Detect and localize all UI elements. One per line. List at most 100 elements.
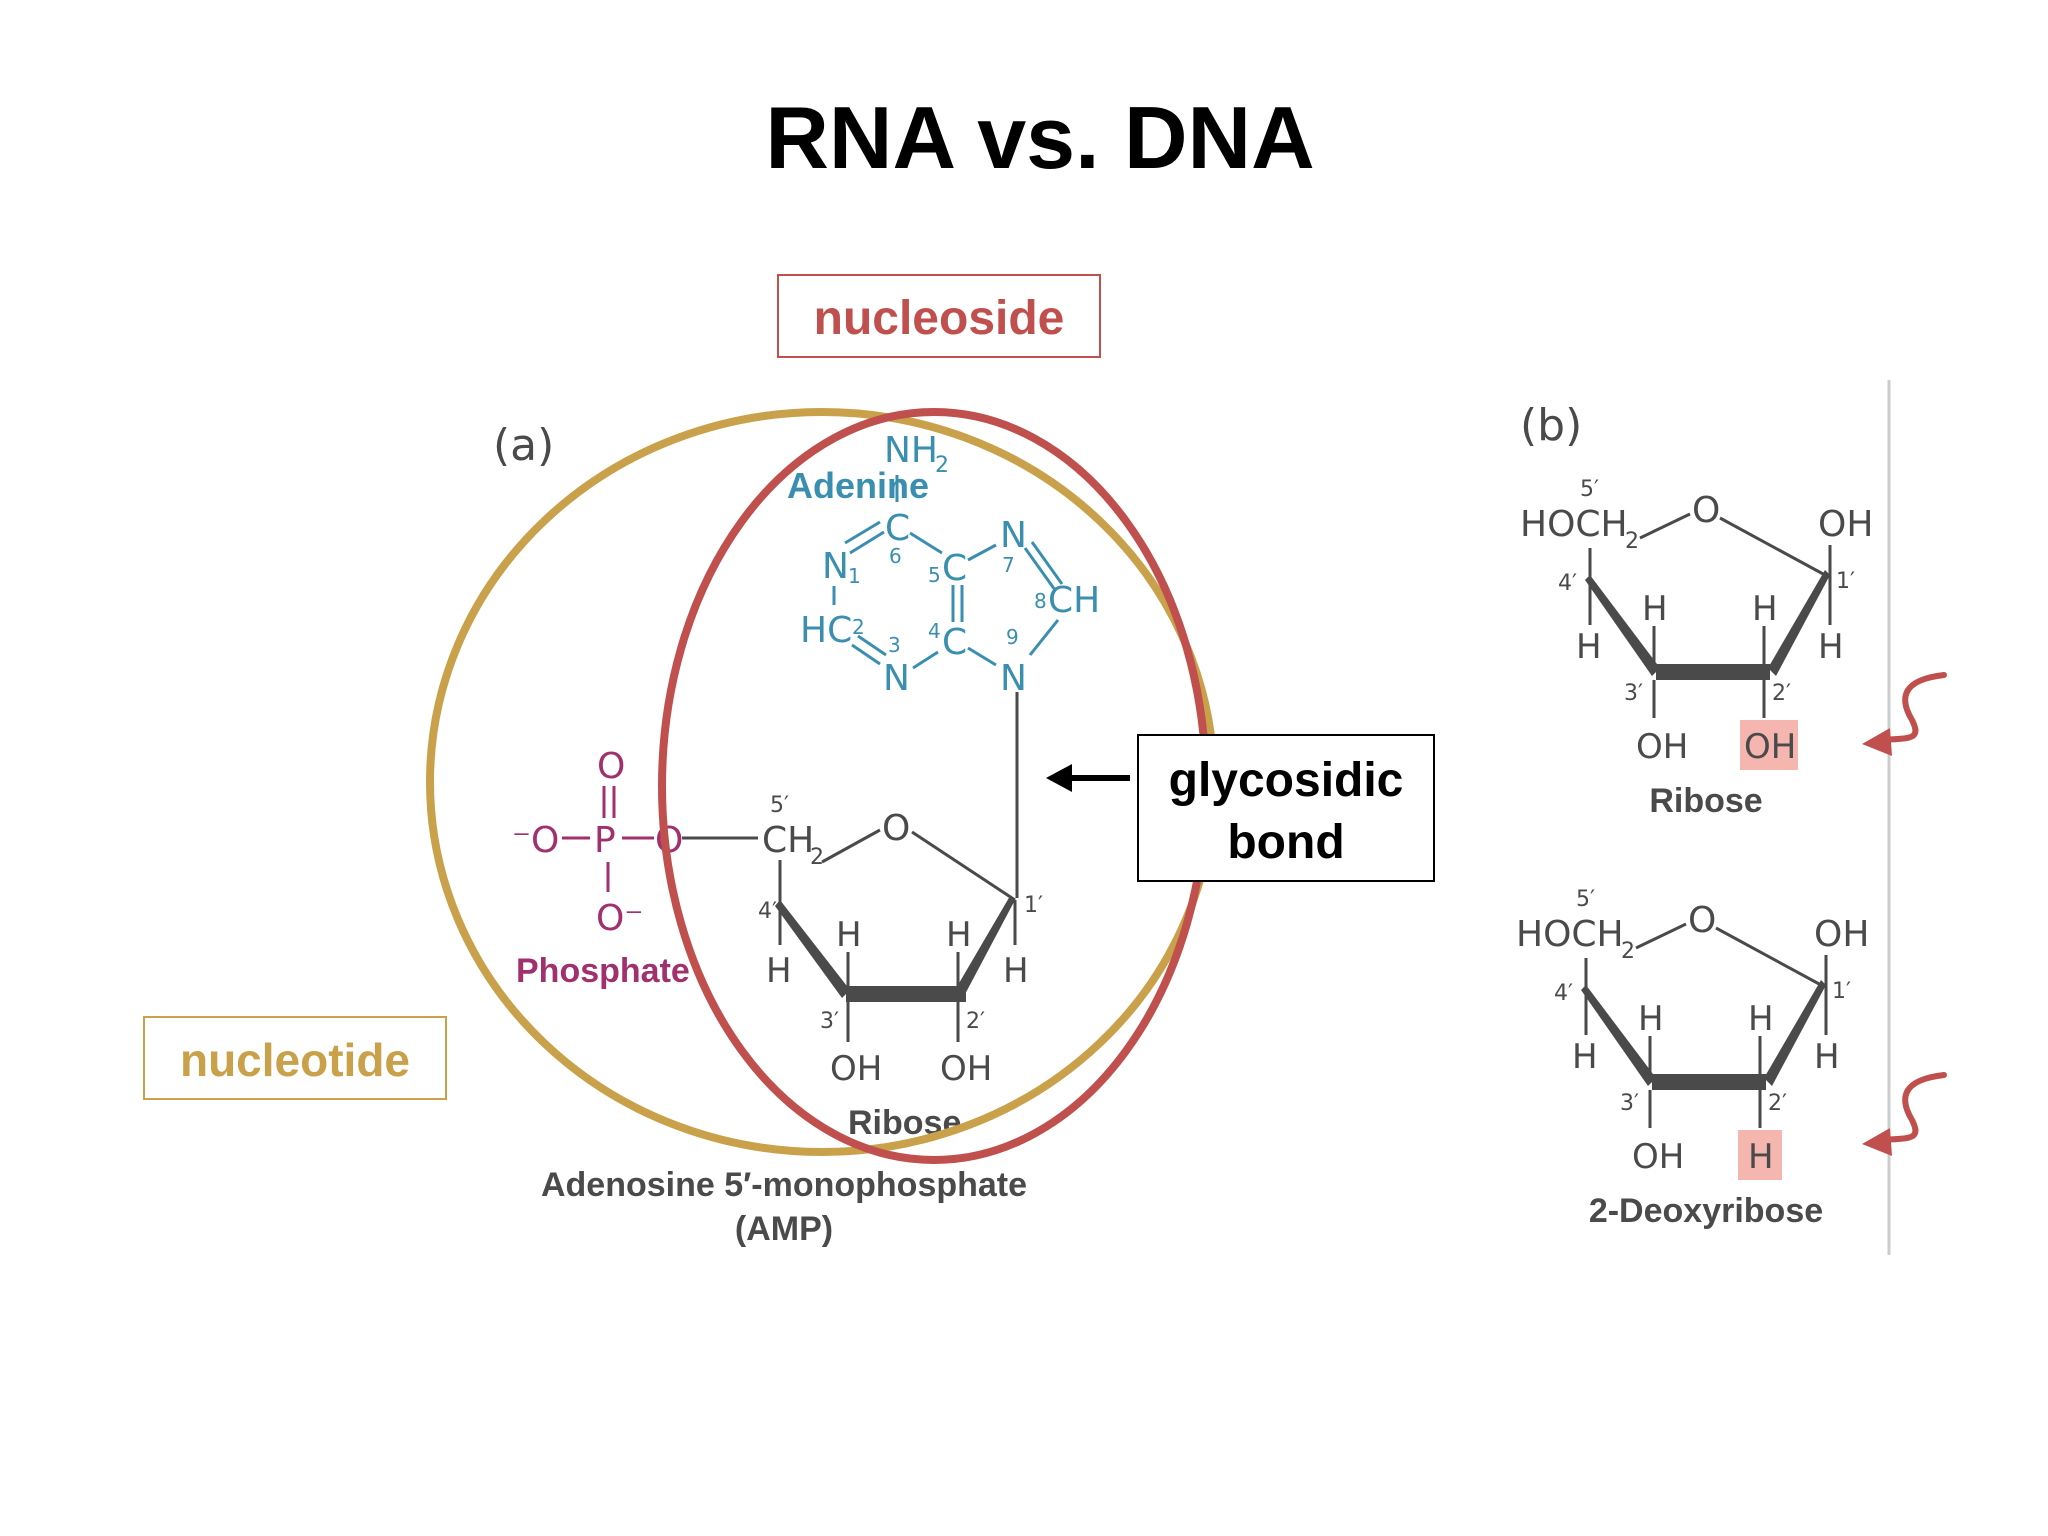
svg-text:H: H (1638, 999, 1664, 1039)
svg-text:H: H (1003, 951, 1029, 991)
svg-text:C: C (885, 508, 910, 549)
glycosidic-line2: bond (1227, 816, 1344, 869)
svg-text:1′: 1′ (1832, 979, 1851, 1004)
svg-text:2: 2 (935, 453, 949, 478)
glycosidic-callout: glycosidic bond (1046, 734, 1435, 882)
svg-text:HOCH: HOCH (1520, 504, 1628, 545)
svg-text:CH: CH (1048, 580, 1100, 621)
svg-text:OH: OH (1636, 727, 1688, 767)
ribose-curved-arrow (1879, 672, 1947, 743)
svg-text:5: 5 (928, 563, 941, 587)
svg-text:H: H (1642, 589, 1668, 629)
svg-text:2: 2 (1625, 529, 1639, 554)
svg-text:3′: 3′ (1620, 1091, 1639, 1116)
nucleoside-label: nucleoside (814, 292, 1065, 345)
glycosidic-box (1137, 734, 1435, 882)
amp-ribose-ring: 5′ CH 2 O 1′ 4′ H H H H 3′ 2′ OH OH (758, 793, 1043, 1142)
svg-text:N: N (822, 546, 849, 587)
deoxy-curved-arrow (1879, 1072, 1947, 1143)
phosphate-label: Phosphate (516, 952, 690, 990)
svg-text:N: N (883, 658, 910, 699)
svg-text:NH: NH (884, 430, 938, 471)
amp-caption-line2: (AMP) (735, 1210, 833, 1248)
glycosidic-line1: glycosidic (1169, 754, 1404, 807)
svg-text:H: H (1814, 1037, 1840, 1077)
svg-text:HOCH: HOCH (1516, 914, 1624, 955)
svg-text:⁻O: ⁻O (512, 820, 559, 861)
svg-text:O: O (597, 746, 625, 787)
svg-text:P: P (594, 820, 616, 861)
glycosidic-arrow-head (1046, 764, 1072, 792)
svg-text:4′: 4′ (1558, 571, 1577, 596)
svg-text:1′: 1′ (1024, 893, 1043, 918)
svg-text:2: 2 (1621, 939, 1635, 964)
amp-caption-line1: Adenosine 5′-monophosphate (541, 1166, 1027, 1204)
svg-text:H: H (836, 915, 862, 955)
svg-text:HC: HC (800, 610, 852, 651)
svg-text:H: H (1572, 1037, 1598, 1077)
svg-text:2′: 2′ (966, 1009, 985, 1034)
svg-text:H: H (766, 951, 792, 991)
svg-text:O⁻: O⁻ (596, 898, 643, 939)
svg-text:8: 8 (1034, 589, 1047, 613)
svg-text:2: 2 (810, 845, 824, 870)
nucleotide-label: nucleotide (180, 1034, 410, 1086)
svg-text:1′: 1′ (1836, 569, 1855, 594)
deoxy-arrow-head (1862, 1128, 1892, 1156)
deoxy-h-highlight (1738, 1130, 1782, 1180)
svg-text:5′: 5′ (770, 793, 789, 818)
deoxy-name: 2-Deoxyribose (1589, 1192, 1823, 1230)
svg-text:OH: OH (1814, 914, 1869, 955)
svg-text:3: 3 (888, 633, 901, 657)
svg-text:C: C (942, 548, 967, 589)
svg-text:H: H (1748, 999, 1774, 1039)
ribose-oh-highlight (1740, 720, 1798, 770)
svg-text:H: H (1818, 627, 1844, 667)
svg-text:3′: 3′ (820, 1009, 839, 1034)
panel-b-label: (b) (1520, 400, 1582, 451)
ribose-name: Ribose (1649, 782, 1762, 820)
svg-text:5′: 5′ (1580, 477, 1599, 502)
slide-title: RNA vs. DNA (765, 88, 1314, 187)
svg-text:H: H (1576, 627, 1602, 667)
svg-text:2′: 2′ (1768, 1091, 1787, 1116)
svg-text:N: N (1000, 515, 1027, 556)
amp-structure: Adenine NH 2 C 6 N 1 HC 2 3 N 4 C 5 C (512, 430, 1100, 1248)
svg-text:3′: 3′ (1624, 681, 1643, 706)
svg-text:2′: 2′ (1772, 681, 1791, 706)
svg-text:O: O (1692, 490, 1720, 531)
svg-text:9: 9 (1006, 625, 1019, 649)
svg-text:7: 7 (1002, 553, 1015, 577)
svg-text:CH: CH (762, 820, 814, 861)
svg-text:H: H (946, 915, 972, 955)
svg-text:N: N (1000, 658, 1027, 699)
svg-text:2: 2 (852, 615, 865, 639)
nucleotide-box (143, 1016, 447, 1100)
svg-text:OH: OH (1818, 504, 1873, 545)
phosphate-group: O ⁻O P O O⁻ Phosphate (512, 746, 690, 990)
nucleoside-callout: nucleoside (777, 274, 1101, 358)
svg-text:4′: 4′ (1554, 981, 1573, 1006)
svg-text:OH: OH (1632, 1137, 1684, 1177)
adenine-ring: Adenine NH 2 C 6 N 1 HC 2 3 N 4 C 5 C (787, 430, 1100, 699)
ribose-2-oh: OH (1744, 727, 1796, 767)
svg-text:5′: 5′ (1576, 887, 1595, 912)
svg-text:OH: OH (830, 1049, 882, 1089)
panel-a-label: (a) (493, 420, 554, 471)
nucleoside-box (777, 274, 1101, 358)
svg-text:C: C (942, 622, 967, 663)
deoxyribose-structure: 5′ HOCH 2 O OH 1′ 4′ H H H H 3′ 2′ OH H … (1516, 887, 1869, 1230)
svg-text:OH: OH (940, 1049, 992, 1089)
svg-text:O: O (1688, 900, 1716, 941)
svg-text:4′: 4′ (758, 899, 777, 924)
adenine-label: Adenine (787, 465, 929, 506)
ribose-arrow-head (1862, 728, 1892, 756)
svg-text:6: 6 (889, 544, 902, 568)
nucleotide-ellipse (426, 408, 1218, 1156)
deoxy-2-h: H (1748, 1137, 1774, 1177)
nucleoside-ellipse (658, 408, 1210, 1164)
ribose-structure: 5′ HOCH 2 O OH 1′ 4′ H H H H 3′ 2′ OH OH… (1520, 477, 1873, 820)
svg-text:4: 4 (928, 619, 941, 643)
svg-text:O: O (882, 808, 910, 849)
